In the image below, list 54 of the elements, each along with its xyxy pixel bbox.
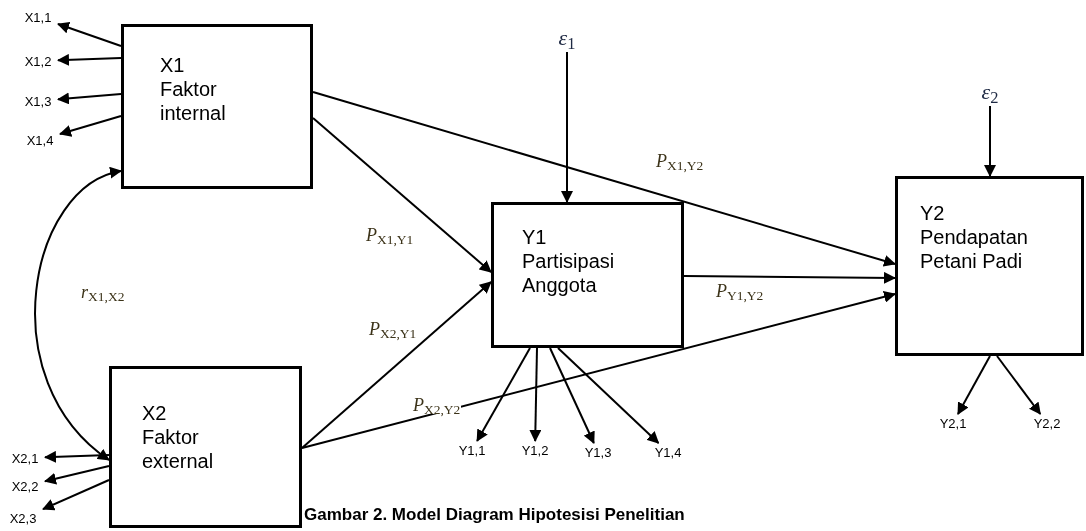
arrow bbox=[57, 92, 122, 105]
indicator-label: X1,4 bbox=[20, 131, 60, 149]
indicator-label: Y1,4 bbox=[648, 443, 688, 461]
curved-arrow bbox=[34, 168, 122, 461]
arrow bbox=[42, 479, 110, 511]
indicator-label: X2,1 bbox=[5, 449, 45, 467]
error-term: ε$_{2}$ bbox=[975, 76, 1005, 106]
arrow bbox=[59, 115, 122, 137]
arrow bbox=[476, 347, 531, 442]
arrow bbox=[956, 355, 991, 415]
arrow bbox=[301, 281, 492, 449]
indicator-label: Y2,1 bbox=[933, 414, 973, 432]
indicator-label: X1,1 bbox=[18, 8, 58, 26]
arrow bbox=[549, 347, 595, 444]
arrow bbox=[312, 117, 492, 273]
variable-code: X1 bbox=[160, 53, 186, 77]
variable-name: Pendapatan Petani Padi bbox=[920, 225, 1029, 273]
variable-code: Y2 bbox=[920, 201, 946, 225]
arrow bbox=[57, 53, 122, 66]
path-coefficient: P$_{X2,Y1}$ bbox=[368, 320, 418, 338]
arrow bbox=[561, 51, 573, 203]
indicator-label: X2,3 bbox=[3, 509, 43, 527]
variable-box bbox=[109, 366, 302, 528]
path-coefficient: P$_{Y1,Y2}$ bbox=[715, 282, 765, 300]
indicator-label: Y2,2 bbox=[1027, 414, 1067, 432]
indicator-label: Y1,1 bbox=[452, 441, 492, 459]
variable-name: Partisipasi Anggota bbox=[522, 249, 616, 297]
arrow bbox=[44, 450, 110, 463]
arrow bbox=[301, 290, 896, 449]
error-term: ε$_{1}$ bbox=[552, 22, 582, 52]
arrow bbox=[996, 355, 1042, 415]
caption: Gambar 2. Model Diagram Hipotesisi Penelitian bbox=[304, 504, 685, 526]
path-coefficient: P$_{X1,Y1}$ bbox=[365, 226, 415, 244]
variable-code: X2 bbox=[142, 401, 168, 425]
arrow bbox=[557, 347, 660, 444]
indicator-label: Y1,2 bbox=[515, 441, 555, 459]
arrow bbox=[529, 347, 542, 442]
indicator-label: X1,2 bbox=[18, 52, 58, 70]
arrow bbox=[984, 105, 996, 177]
variable-box bbox=[121, 24, 313, 189]
variable-box bbox=[491, 202, 684, 348]
path-coefficient: P$_{X2,Y2}$ bbox=[412, 396, 462, 414]
path-coefficient: P$_{X1,Y2}$ bbox=[655, 152, 705, 170]
variable-box bbox=[895, 176, 1084, 356]
variable-name: Faktor internal bbox=[160, 77, 227, 125]
arrow bbox=[312, 91, 896, 267]
indicator-label: X1,3 bbox=[18, 92, 58, 110]
indicator-label: X2,2 bbox=[5, 477, 45, 495]
arrow bbox=[57, 21, 122, 47]
arrow bbox=[683, 271, 896, 284]
arrow bbox=[44, 465, 110, 485]
variable-code: Y1 bbox=[522, 225, 548, 249]
variable-name: Faktor external bbox=[142, 425, 215, 473]
indicator-label: Y1,3 bbox=[578, 443, 618, 461]
